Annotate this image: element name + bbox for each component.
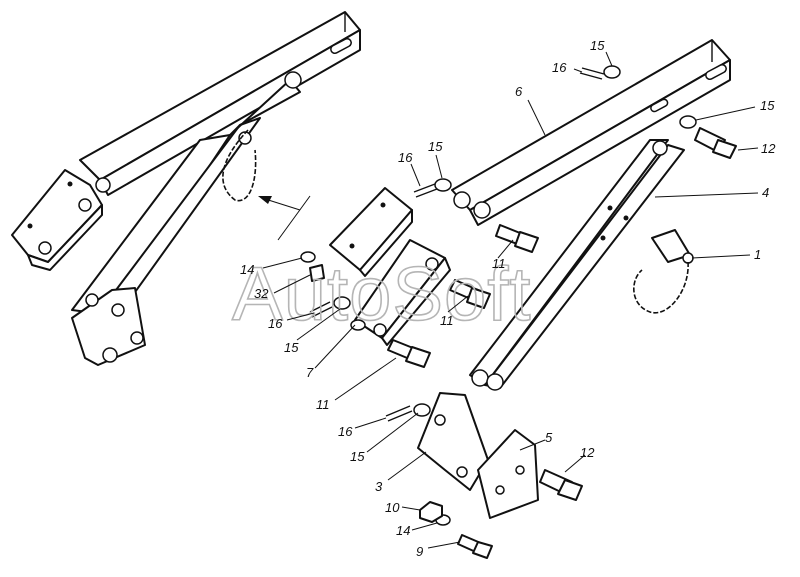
part-1-pin: [633, 229, 694, 314]
assembled-frame: [11, 11, 361, 366]
callout-10: 10: [385, 500, 400, 515]
part-5-plate: [477, 429, 539, 519]
bolt-12-upper: [694, 127, 737, 159]
bolt-11-center: [449, 279, 491, 309]
callout-7: 7: [306, 365, 314, 380]
leader-lines: [262, 51, 759, 549]
callout-11: 11: [492, 256, 506, 271]
callout-16: 16: [552, 60, 567, 75]
callout-15: 15: [350, 449, 365, 464]
watermark: AutoSoft: [232, 252, 532, 337]
callout-16: 16: [398, 150, 413, 165]
callout-16: 16: [268, 316, 283, 331]
callout-32: 32: [254, 286, 269, 301]
callout-3: 3: [375, 479, 383, 494]
callout-14: 14: [240, 262, 254, 277]
bolt-11-mid: [495, 224, 539, 253]
bolt-11-lower: [387, 339, 431, 368]
callout-9: 9: [416, 544, 423, 559]
callout-15: 15: [590, 38, 605, 53]
callout-11: 11: [316, 397, 330, 412]
callout-12: 12: [761, 141, 776, 156]
bracket-upper: [329, 187, 413, 277]
bolt-9: [457, 534, 493, 559]
callout-15: 15: [284, 340, 299, 355]
callout-14: 14: [396, 523, 410, 538]
callout-11: 11: [440, 313, 454, 328]
part-4-brace: [469, 139, 685, 391]
part-6-beam: [451, 39, 731, 226]
callout-4: 4: [762, 185, 769, 200]
callout-16: 16: [338, 424, 353, 439]
callout-12: 12: [580, 445, 595, 460]
callout-5: 5: [545, 430, 553, 445]
hardware: [300, 65, 697, 526]
part-7-bar: [354, 239, 451, 346]
callout-6: 6: [515, 84, 523, 99]
callout-labels: 15 16 6 15 12 4 1 16 15 14 32 16 15 7 11…: [240, 38, 776, 559]
bolt-12-lower: [539, 469, 583, 501]
callout-15: 15: [428, 139, 443, 154]
callout-1: 1: [754, 247, 761, 262]
callout-15: 15: [760, 98, 775, 113]
